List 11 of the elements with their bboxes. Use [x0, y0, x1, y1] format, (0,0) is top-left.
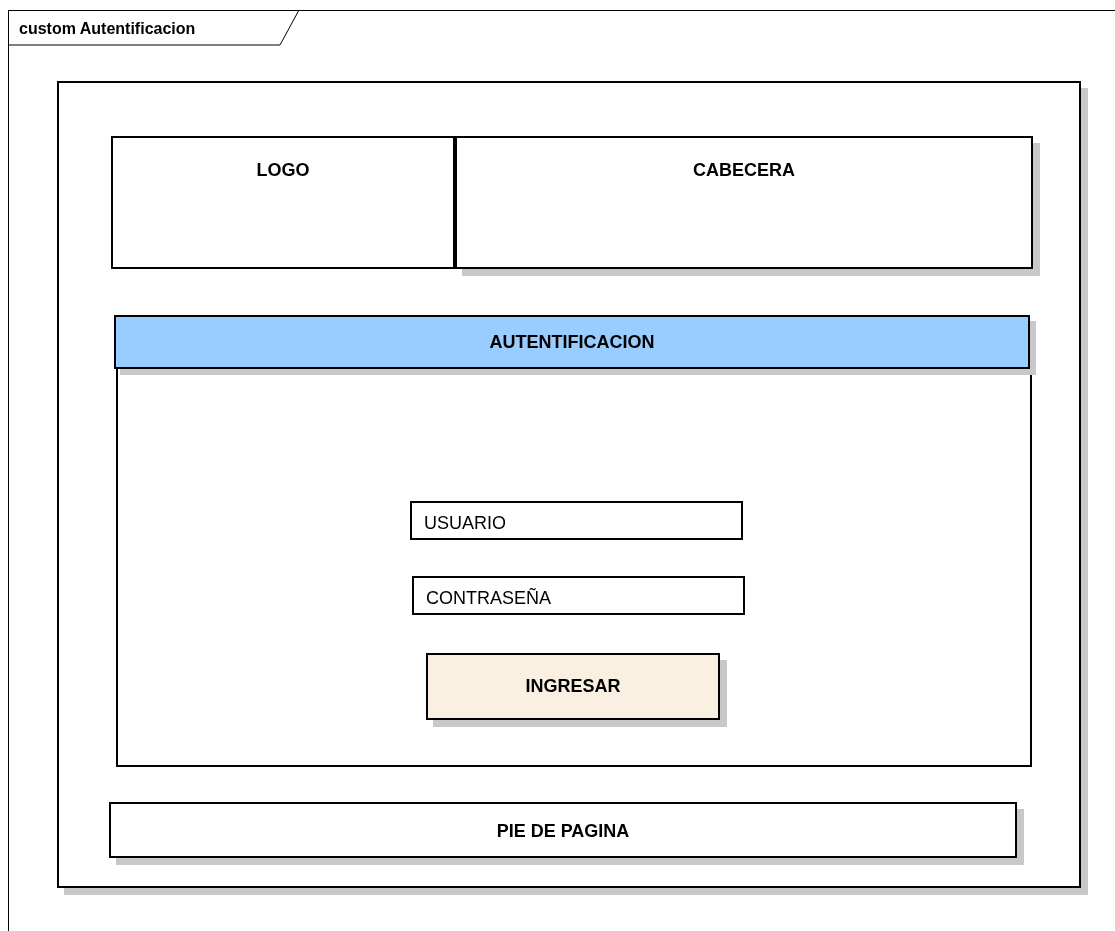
box-label: PIE DE PAGINA	[495, 821, 631, 842]
input-field	[410, 501, 743, 540]
box-label: CABECERA	[692, 160, 796, 181]
panel-title: AUTENTIFICACION	[488, 332, 656, 353]
input-field	[412, 576, 745, 615]
field-placeholder: USUARIO	[424, 513, 506, 534]
frame-title: custom Autentificacion	[19, 20, 196, 38]
layout-box	[111, 136, 455, 269]
box-label: LOGO	[255, 160, 311, 181]
diagram-frame	[8, 10, 1115, 931]
field-placeholder: CONTRASEÑA	[426, 588, 551, 609]
